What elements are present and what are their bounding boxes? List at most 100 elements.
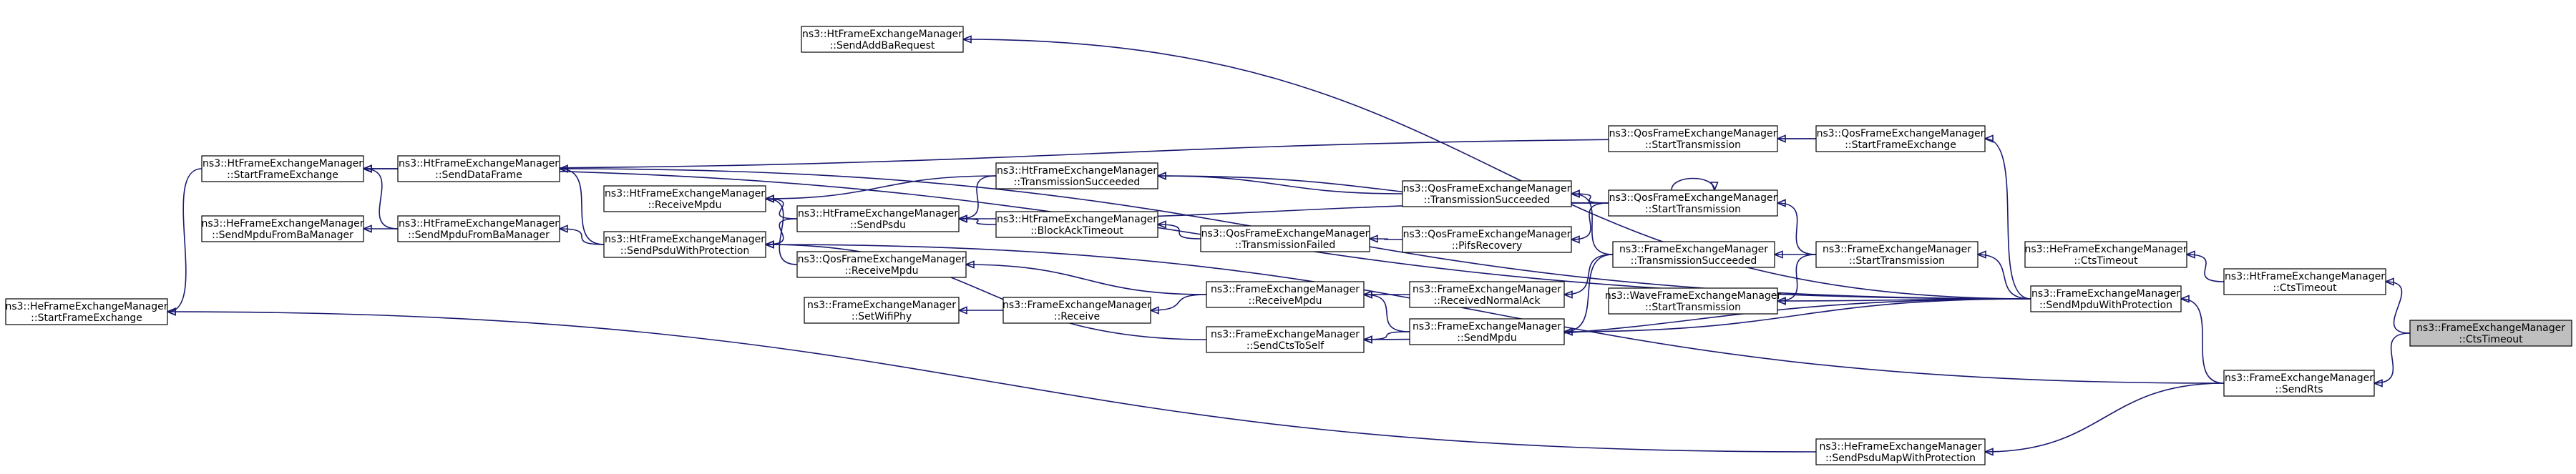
node-box bbox=[201, 215, 364, 242]
node-box bbox=[1206, 281, 1365, 308]
edge-fe-sendrts-to-he-sendpsdumap bbox=[1983, 382, 2225, 456]
node-class-label: ns3::HtFrameExchangeManager bbox=[997, 165, 1157, 177]
node-method-label: ::SendMpduFromBaManager bbox=[408, 229, 550, 241]
node-class-label: ns3::HtFrameExchangeManager bbox=[802, 29, 962, 40]
node-method-label: ::TransmissionSucceeded bbox=[1014, 177, 1141, 188]
node-ht-transsucc[interactable]: ns3::HtFrameExchangeManager::Transmissio… bbox=[995, 162, 1158, 189]
node-fe-sendrts[interactable]: ns3::FrameExchangeManager::SendRts bbox=[2223, 370, 2375, 397]
node-fe-sendctstoself[interactable]: ns3::FrameExchangeManager::SendCtsToSelf bbox=[1206, 326, 1365, 353]
node-box bbox=[1815, 125, 1986, 152]
node-class-label: ns3::HtFrameExchangeManager bbox=[605, 234, 765, 245]
node-class-label: ns3::FrameExchangeManager bbox=[2416, 322, 2565, 334]
node-fe-sendmpduwp[interactable]: ns3::FrameExchangeManager::SendMpduWithP… bbox=[2030, 285, 2182, 312]
node-fe-receivempdu[interactable]: ns3::FrameExchangeManager::ReceiveMpdu bbox=[1206, 281, 1365, 308]
node-box bbox=[1608, 125, 1778, 152]
node-class-label: ns3::FrameExchangeManager bbox=[1002, 300, 1151, 311]
node-qos-transsucc[interactable]: ns3::QosFrameExchangeManager::Transmissi… bbox=[1402, 180, 1572, 207]
node-method-label: ::SetWifiPhy bbox=[852, 311, 912, 322]
node-ht-sendmpdufromba[interactable]: ns3::HtFrameExchangeManager::SendMpduFro… bbox=[397, 215, 560, 242]
node-box bbox=[5, 298, 168, 325]
edge-fe-sendmpdu-to-fe-sendctstoself bbox=[1362, 331, 1410, 344]
node-ht-sendaddba[interactable]: ns3::HtFrameExchangeManager::SendAddBaRe… bbox=[801, 26, 964, 53]
node-fe-setwifiphy[interactable]: ns3::FrameExchangeManager::SetWifiPhy bbox=[804, 297, 960, 324]
node-method-label: ::SendPsduMapWithProtection bbox=[1825, 453, 1976, 464]
node-box bbox=[397, 215, 560, 242]
edge-qos-receivempdu-to-ht-receivempdu bbox=[763, 194, 798, 265]
node-class-label: ns3::HeFrameExchangeManager bbox=[1819, 441, 1981, 453]
node-method-label: ::ReceiveMpdu bbox=[845, 265, 919, 277]
node-qos-receivempdu[interactable]: ns3::QosFrameExchangeManager::ReceiveMpd… bbox=[796, 251, 967, 278]
node-he-startfe[interactable]: ns3::HeFrameExchangeManager::StartFrameE… bbox=[5, 298, 168, 325]
node-box bbox=[2409, 320, 2572, 347]
node-wave-starttx[interactable]: ns3::WaveFrameExchangeManager::StartTran… bbox=[1605, 287, 1782, 315]
edge-ht-startfe-to-he-startfe bbox=[165, 168, 203, 316]
node-qos-starttx-a[interactable]: ns3::QosFrameExchangeManager::StartTrans… bbox=[1608, 125, 1778, 152]
node-class-label: ns3::FrameExchangeManager bbox=[1413, 284, 1561, 295]
node-method-label: ::SendCtsToSelf bbox=[1246, 340, 1324, 352]
node-qos-pifs[interactable]: ns3::QosFrameExchangeManager::PifsRecove… bbox=[1402, 226, 1572, 253]
node-qos-startfe[interactable]: ns3::QosFrameExchangeManager::StartFrame… bbox=[1815, 125, 1986, 152]
node-class-label: ns3::HeFrameExchangeManager bbox=[201, 218, 364, 229]
node-box bbox=[1409, 281, 1565, 308]
node-ht-ctstimeout[interactable]: ns3::HtFrameExchangeManager::CtsTimeout bbox=[2223, 268, 2386, 295]
node-ht-sendpsdu[interactable]: ns3::HtFrameExchangeManager::SendPsdu bbox=[796, 205, 960, 232]
node-method-label: ::SendMpduWithProtection bbox=[2039, 300, 2172, 311]
edge-fe-starttx-to-wave-starttx bbox=[1775, 254, 1817, 305]
node-box bbox=[1206, 326, 1365, 353]
node-class-label: ns3::HtFrameExchangeManager bbox=[203, 158, 363, 169]
node-ht-startfe[interactable]: ns3::HtFrameExchangeManager::StartFrameE… bbox=[201, 155, 364, 182]
node-method-label: ::ReceivedNormalAck bbox=[1434, 295, 1541, 307]
node-class-label: ns3::QosFrameExchangeManager bbox=[1403, 229, 1571, 240]
edge-ht-ctstimeout-to-he-ctstimeout bbox=[2185, 250, 2225, 282]
node-ht-sendpsduwp[interactable]: ns3::HtFrameExchangeManager::SendPsduWit… bbox=[603, 231, 766, 258]
edge-ht-transsucc-to-ht-sendpsdu bbox=[957, 175, 997, 223]
node-class-label: ns3::HtFrameExchangeManager bbox=[605, 188, 765, 199]
node-ht-blockack[interactable]: ns3::HtFrameExchangeManager::BlockAckTim… bbox=[995, 211, 1158, 238]
node-ht-receivempdu[interactable]: ns3::HtFrameExchangeManager::ReceiveMpdu bbox=[603, 185, 766, 212]
node-he-sendmpdufromba[interactable]: ns3::HeFrameExchangeManager::SendMpduFro… bbox=[201, 215, 364, 242]
node-ht-senddata[interactable]: ns3::HtFrameExchangeManager::SendDataFra… bbox=[397, 155, 560, 182]
edge-fe-transsucc-to-fe-recvnormalack bbox=[1562, 254, 1614, 299]
node-he-ctstimeout[interactable]: ns3::HeFrameExchangeManager::CtsTimeout bbox=[2024, 241, 2187, 268]
edge-fe-sendmpduwp-to-qos-startfe bbox=[1983, 134, 2031, 300]
edge-fe-starttx-to-fe-transsucc bbox=[1772, 250, 1816, 259]
edge-qos-starttx-b-to-qos-transsucc bbox=[1569, 189, 1609, 204]
node-method-label: ::TransmissionSucceeded bbox=[1424, 194, 1551, 206]
node-fe-recvnormalack[interactable]: ns3::FrameExchangeManager::ReceivedNorma… bbox=[1409, 281, 1565, 308]
node-fe-sendmpdu[interactable]: ns3::FrameExchangeManager::SendMpdu bbox=[1409, 318, 1565, 345]
edge-fe-receivempdu-to-fe-receive bbox=[1148, 294, 1207, 315]
node-box bbox=[1402, 180, 1572, 207]
edge-qos-transsucc-to-ht-transsucc bbox=[1156, 172, 1403, 194]
edge-qos-starttx-b-to-qos-starttx-b bbox=[1671, 177, 1719, 192]
node-box bbox=[801, 26, 964, 53]
node-box bbox=[201, 155, 364, 182]
node-class-label: ns3::WaveFrameExchangeManager bbox=[1605, 290, 1782, 302]
node-method-label: ::ReceiveMpdu bbox=[1249, 295, 1322, 307]
node-method-label: ::BlockAckTimeout bbox=[1030, 225, 1123, 237]
node-box bbox=[1815, 241, 1979, 268]
node-class-label: ns3::HtFrameExchangeManager bbox=[997, 214, 1157, 225]
node-class-label: ns3::HeFrameExchangeManager bbox=[2024, 244, 2187, 255]
edge-ht-sendmpdufromba-to-he-sendmpdufromba bbox=[361, 224, 399, 233]
node-box bbox=[2223, 268, 2386, 295]
node-qos-transfailed[interactable]: ns3::QosFrameExchangeManager::Transmissi… bbox=[1200, 225, 1370, 252]
edge-fe-ctstimeout-to-ht-ctstimeout bbox=[2384, 277, 2411, 334]
node-method-label: ::StartFrameExchange bbox=[31, 312, 142, 324]
node-method-label: ::SendMpdu bbox=[1457, 332, 1516, 344]
node-class-label: ns3::HtFrameExchangeManager bbox=[2225, 271, 2385, 282]
node-qos-starttx-b[interactable]: ns3::QosFrameExchangeManager::StartTrans… bbox=[1608, 189, 1778, 217]
node-class-label: ns3::QosFrameExchangeManager bbox=[798, 254, 966, 265]
node-method-label: ::TransmissionFailed bbox=[1235, 240, 1336, 251]
edge-fe-transsucc-to-fe-sendmpdu bbox=[1562, 254, 1614, 336]
node-fe-receive[interactable]: ns3::FrameExchangeManager::Receive bbox=[1002, 297, 1151, 324]
node-fe-ctstimeout[interactable]: ns3::FrameExchangeManager::CtsTimeout bbox=[2409, 320, 2572, 347]
node-box bbox=[796, 251, 967, 278]
node-he-sendpsdumap[interactable]: ns3::HeFrameExchangeManager::SendPsduMap… bbox=[1815, 438, 1986, 465]
edge-fe-transsucc-to-qos-transsucc bbox=[1569, 189, 1614, 255]
node-fe-starttx[interactable]: ns3::FrameExchangeManager::StartTransmis… bbox=[1815, 241, 1979, 268]
node-box bbox=[995, 211, 1158, 238]
edge-fe-receive-to-fe-setwifiphy bbox=[957, 306, 1003, 315]
node-fe-transsucc[interactable]: ns3::FrameExchangeManager::TransmissionS… bbox=[1612, 241, 1775, 268]
node-box bbox=[1409, 318, 1565, 345]
